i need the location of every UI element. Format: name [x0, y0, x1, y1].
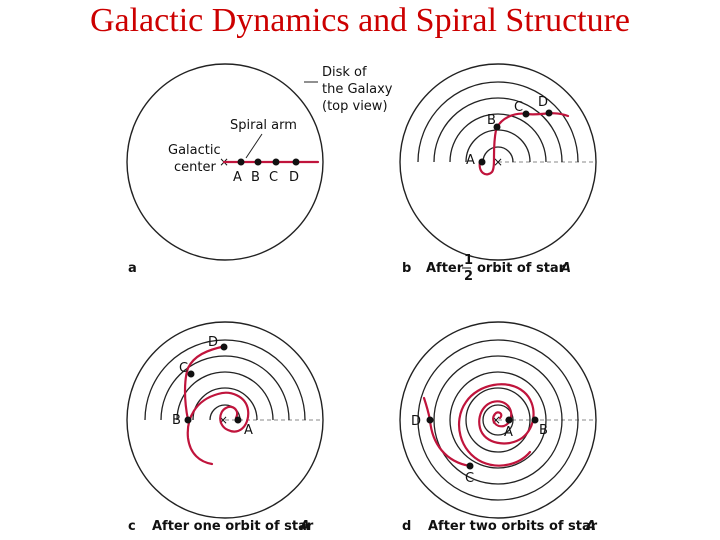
center-label-line2: center [174, 160, 216, 175]
panel-d-caption-star: A [585, 519, 596, 534]
orbit-path [482, 146, 514, 163]
star-b-label: B [487, 113, 496, 128]
star-d [545, 109, 553, 117]
star-a-label: A [466, 153, 475, 168]
orbit-path [465, 387, 531, 453]
galactic-center-mark: × [491, 413, 501, 427]
orbit-path [433, 355, 563, 485]
galaxy-disk [399, 321, 597, 519]
star-a-label: A [504, 425, 513, 440]
star-b [184, 416, 192, 424]
panel-d-letter: d [402, 519, 411, 534]
orbit-path [417, 339, 579, 501]
star-c [522, 110, 530, 118]
orbit-path [209, 404, 241, 421]
panel-b-caption-star: A [560, 261, 571, 276]
orbit-path [160, 355, 290, 421]
star-a [505, 416, 513, 424]
spiral-arm [422, 383, 535, 468]
orbit-path [433, 97, 563, 163]
panel-d-caption: After two orbits of star [428, 519, 598, 534]
panel-d: × A B C D d After two orbits of star A [399, 321, 598, 534]
star-c [272, 158, 280, 166]
star-c-label: C [179, 361, 188, 376]
galaxy-disk [126, 321, 324, 519]
spiral-arm [183, 344, 250, 466]
star-b-label: B [172, 413, 181, 428]
star-b [493, 123, 501, 131]
star-c [466, 462, 474, 470]
star-a [234, 416, 242, 424]
star-d-label: D [289, 170, 299, 185]
star-d-label: D [411, 414, 421, 429]
orbit-path [176, 371, 274, 421]
panel-b-caption-after: orbit of star [477, 261, 566, 276]
star-b [254, 158, 262, 166]
spiral-arm-label: Spiral arm [230, 118, 297, 133]
fraction-numerator: 1 [464, 253, 473, 268]
panel-c: × A B C D c After one orbit of star A [126, 321, 324, 534]
center-label-line1: Galactic [168, 143, 221, 158]
orbit-path [144, 339, 306, 421]
panel-a: Disk of the Galaxy (top view) Spiral arm… [126, 63, 393, 276]
panel-a-letter: a [128, 261, 137, 276]
panel-c-caption-star: A [299, 519, 310, 534]
star-d [426, 416, 434, 424]
panel-b-caption-before: After [426, 261, 464, 276]
disk-label-line1: Disk of [322, 65, 367, 80]
galactic-center-mark: × [493, 155, 503, 169]
star-d-label: D [538, 95, 548, 110]
star-b-label: B [251, 170, 260, 185]
panel-c-caption: After one orbit of star [152, 519, 314, 534]
star-d-label: D [208, 335, 218, 350]
orbit-path [449, 371, 547, 469]
fraction-denominator: 2 [464, 269, 473, 284]
star-a [237, 158, 245, 166]
galaxy-disk [126, 63, 324, 261]
star-d [292, 158, 300, 166]
star-a-label: A [233, 170, 242, 185]
star-d [220, 343, 228, 351]
star-a [478, 158, 486, 166]
panel-b-letter: b [402, 261, 411, 276]
orbit-path [417, 81, 579, 163]
star-a-label: A [244, 423, 253, 438]
star-c-label: C [514, 100, 523, 115]
orbit-path [482, 404, 514, 436]
star-c-label: C [465, 471, 474, 486]
star-b [531, 416, 539, 424]
disk-label-line2: the Galaxy [322, 82, 393, 97]
star-c-label: C [269, 170, 278, 185]
star-b-label: B [539, 423, 548, 438]
panel-b: × A B C D b After 1 2 orbit of star A [399, 63, 597, 284]
star-c [187, 370, 195, 378]
galactic-center-mark: × [218, 413, 228, 427]
page-title: Galactic Dynamics and Spiral Structure [89, 2, 631, 39]
galaxy-disk [399, 63, 597, 261]
disk-label-line3: (top view) [322, 99, 388, 114]
orbit-path [449, 113, 547, 163]
spiral-arm-leader [245, 133, 263, 159]
panel-c-letter: c [128, 519, 136, 534]
